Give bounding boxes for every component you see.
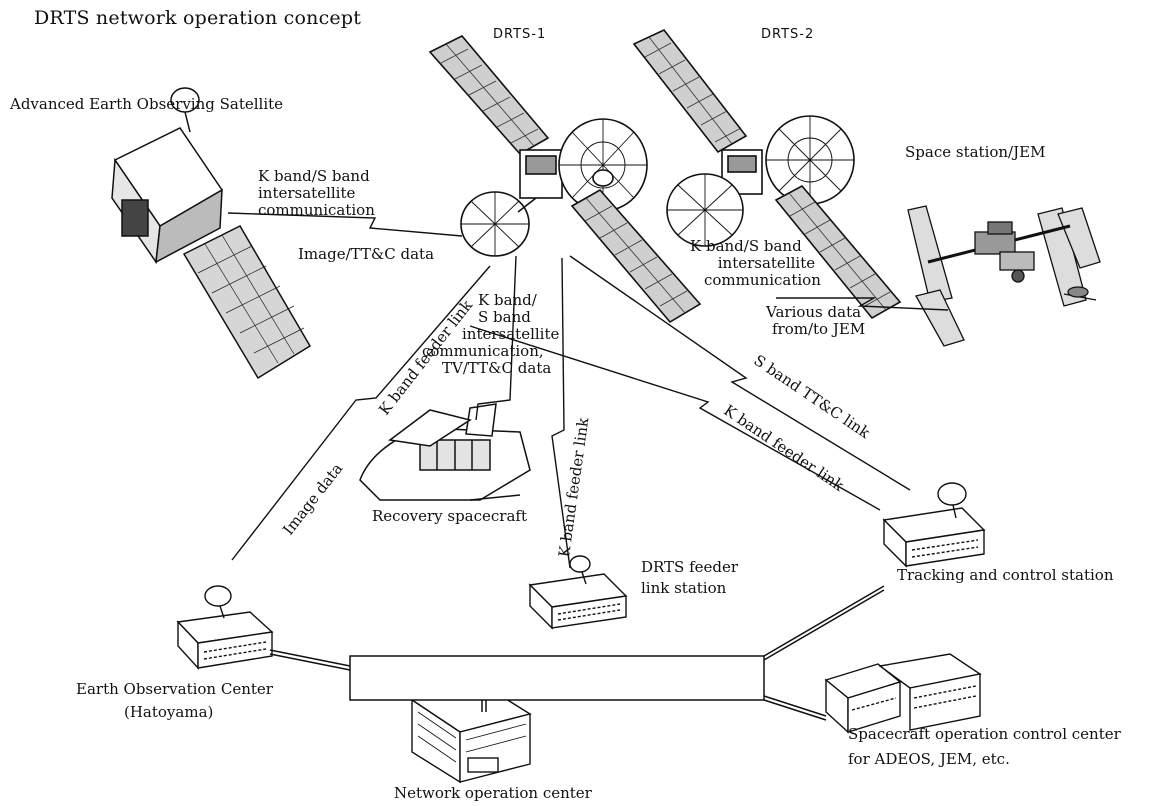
jem-data-line: Various data	[766, 303, 862, 321]
jem-data-line: from/to JEM	[772, 320, 866, 338]
drts2-satellite-icon	[632, 29, 902, 320]
recovery-isl-line: S band	[478, 308, 531, 326]
radio-links	[227, 212, 949, 569]
network-center-label: Network operation center	[394, 784, 592, 802]
adeos-isl-line: intersatellite	[258, 184, 356, 202]
diagram-title: DRTS network operation concept	[34, 7, 362, 29]
feeder-station-line: DRTS feeder	[641, 558, 739, 576]
jem-isl-line: intersatellite	[717, 254, 816, 272]
adeos-satellite-icon	[111, 87, 312, 380]
spacecraft-ops-label: Spacecraft operation control center for …	[848, 725, 1121, 768]
earth-obs-line: Earth Observation Center	[76, 680, 273, 698]
spacecraft-ops-line: for ADEOS, JEM, etc.	[848, 750, 1010, 768]
ground-network-lines	[269, 585, 885, 721]
recovery-label: Recovery spacecraft	[372, 507, 527, 525]
earth-obs-station-icon	[176, 585, 274, 670]
drts1-satellite-icon	[428, 35, 702, 324]
recovery-isl-line: communication,	[422, 342, 544, 360]
jem-isl-line: communication	[704, 271, 821, 289]
recovery-isl-line: TV/TT&C data	[442, 359, 552, 377]
adeos-label: Advanced Earth Observing Satellite	[10, 95, 284, 113]
adeos-isl-label: K band/S band intersatellite communicati…	[258, 168, 375, 219]
tracking-station-icon	[882, 482, 986, 568]
feeder-station-label: DRTS feeder link station	[641, 558, 739, 597]
spacecraft-ops-icon	[824, 653, 982, 734]
space-station-icon	[907, 205, 1101, 347]
jem-data-label: Various data from/to JEM	[766, 303, 865, 338]
drts2-label: DRTS-2	[761, 27, 815, 42]
spacecraft-ops-line: Spacecraft operation control center	[848, 725, 1121, 743]
jem-isl-line: K band/S band	[690, 237, 802, 255]
recovery-isl-line: K band/	[478, 291, 537, 309]
adeos-isl-line: communication	[258, 201, 375, 219]
recovery-isl-line: intersatellite	[462, 325, 560, 343]
adeos-isl-line: K band/S band	[258, 167, 370, 185]
adeos-data-label: Image/TT&C data	[298, 245, 435, 263]
feeder-station-line: link station	[641, 579, 727, 597]
space-station-label: Space station/JEM	[905, 143, 1046, 161]
feeder-station-icon	[528, 555, 628, 630]
tracking-label: Tracking and control station	[897, 566, 1114, 584]
earth-obs-label: Earth Observation Center (Hatoyama)	[76, 680, 273, 721]
recovery-isl-label: K band/ S band intersatellite communicat…	[422, 292, 559, 377]
jem-isl-label: K band/S band intersatellite communicati…	[690, 237, 821, 289]
earth-obs-line: (Hatoyama)	[124, 703, 214, 721]
drts1-label: DRTS-1	[493, 27, 547, 42]
recovery-spacecraft-icon	[359, 403, 531, 501]
